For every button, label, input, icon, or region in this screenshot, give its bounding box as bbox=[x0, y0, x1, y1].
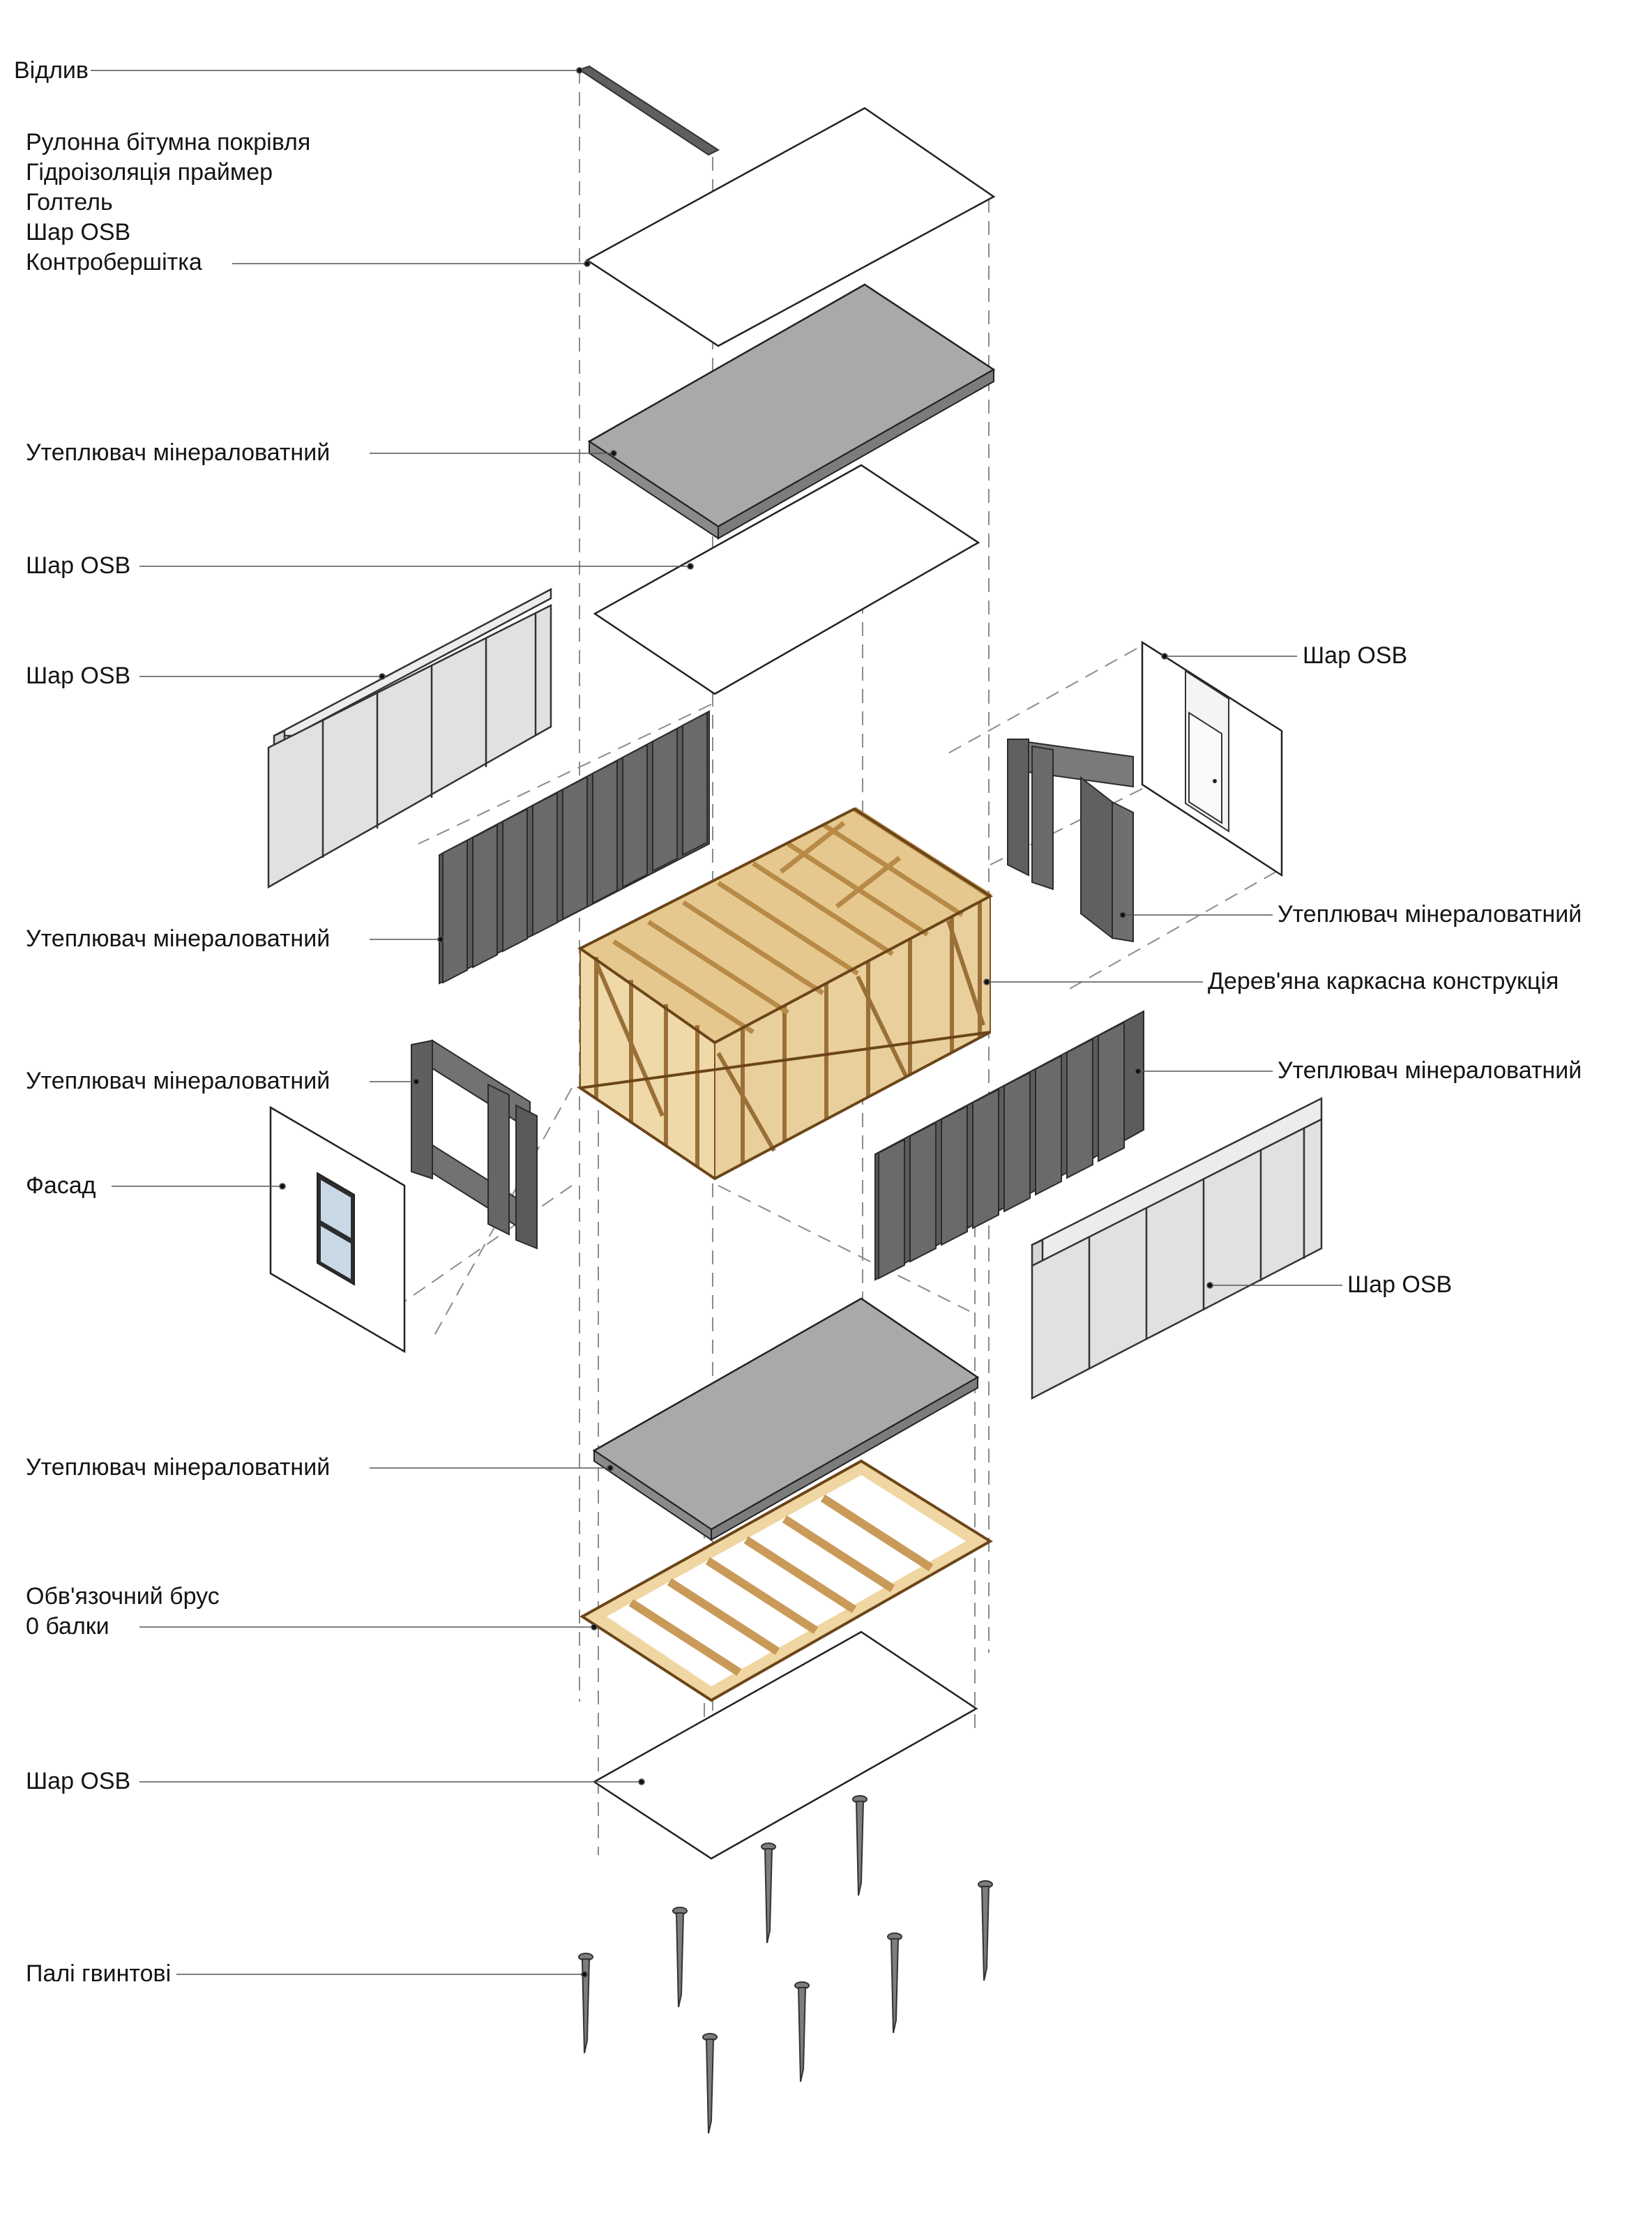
label-roof-stack: Рулонна бітумна покрівля Гідроізоляція п… bbox=[26, 128, 310, 278]
facade-panel bbox=[269, 1105, 406, 1354]
roof-membrane-panel bbox=[585, 107, 996, 347]
floor-insulation-slab bbox=[592, 1297, 980, 1541]
label-roof-stack-line: Гідроізоляція праймер bbox=[26, 159, 273, 186]
label-vidlyv: Відлив bbox=[14, 57, 89, 84]
pile bbox=[794, 1981, 810, 2082]
label-piles: Палі гвинтові bbox=[26, 1960, 172, 1987]
label-right-wall-insulation: Утеплювач мінераловатний bbox=[1278, 1057, 1582, 1084]
pile bbox=[702, 2033, 718, 2134]
pile bbox=[578, 1953, 593, 2054]
label-back-wall-osb: Шар OSB bbox=[1303, 642, 1408, 669]
label-floor-frame-line: 0 балки bbox=[26, 1613, 109, 1640]
floor-osb-sheet bbox=[592, 1631, 978, 1860]
pile bbox=[672, 1907, 688, 2008]
label-roof-stack-line: Контробершітка bbox=[26, 249, 202, 275]
floor-timber-frame bbox=[579, 1459, 993, 1702]
label-facade: Фасад bbox=[26, 1172, 96, 1199]
leader-lines bbox=[91, 67, 1342, 1978]
label-left-wall-insulation: Утеплювач мінераловатний bbox=[26, 925, 331, 952]
back-wall-osb bbox=[1141, 640, 1283, 877]
label-floor-insulation: Утеплювач мінераловатний bbox=[26, 1454, 331, 1481]
roof-insulation-slab bbox=[587, 283, 996, 540]
label-frame: Дерев'яна каркасна конструкція bbox=[1208, 968, 1559, 994]
left-wall-osb-cladding bbox=[267, 587, 552, 889]
label-roof-stack-line: Голтель bbox=[26, 189, 113, 215]
label-roof-stack-line: Шар OSB bbox=[26, 219, 131, 245]
pile bbox=[852, 1795, 867, 1896]
label-right-wall-osb: Шар OSB bbox=[1347, 1271, 1453, 1298]
left-wall-insulation bbox=[439, 710, 710, 985]
label-roof-stack-line: Рулонна бітумна покрівля bbox=[26, 129, 311, 156]
pile bbox=[978, 1880, 993, 1981]
label-roof-insulation: Утеплювач мінераловатний bbox=[26, 439, 331, 466]
flashing-strip bbox=[577, 65, 720, 156]
roof-osb-sheet bbox=[593, 464, 980, 695]
right-wall-osb-cladding bbox=[1031, 1096, 1323, 1400]
label-front-wall-insulation: Утеплювач мінераловатний bbox=[26, 1068, 331, 1094]
label-floor-frame-line: Обв'язочний брус bbox=[26, 1583, 220, 1610]
label-roof-osb: Шар OSB bbox=[26, 552, 131, 579]
right-wall-insulation bbox=[874, 1010, 1144, 1281]
label-left-wall-osb: Шар OSB bbox=[26, 663, 131, 689]
timber-frame-structure bbox=[576, 807, 993, 1181]
back-wall-insulation bbox=[1007, 738, 1134, 943]
front-wall-insulation bbox=[411, 1039, 538, 1250]
label-floor-osb: Шар OSB bbox=[26, 1768, 131, 1794]
pile bbox=[761, 1843, 776, 1944]
pile bbox=[887, 1932, 902, 2034]
screw-piles bbox=[578, 1795, 993, 2134]
label-floor-frame: Обв'язочний брус 0 балки bbox=[26, 1582, 220, 1642]
label-back-wall-insulation: Утеплювач мінераловатний bbox=[1278, 901, 1582, 928]
